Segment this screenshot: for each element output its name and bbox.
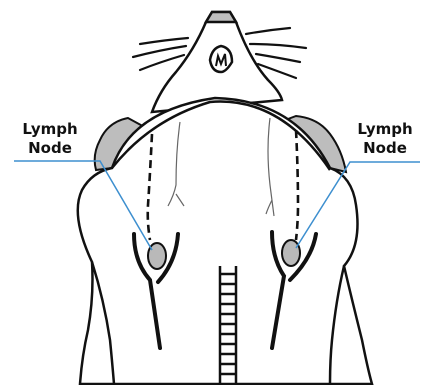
label-left-line2: Node xyxy=(10,139,90,158)
label-right-line2: Node xyxy=(350,139,420,158)
label-right-line1: Lymph xyxy=(350,120,420,139)
right-lymph-node xyxy=(282,240,300,266)
lymph-node-label-right: Lymph Node xyxy=(350,120,420,158)
nose-tip xyxy=(206,12,236,22)
lymph-node-label-left: Lymph Node xyxy=(10,120,90,158)
label-left-line1: Lymph xyxy=(10,120,90,139)
mouth xyxy=(210,46,232,72)
